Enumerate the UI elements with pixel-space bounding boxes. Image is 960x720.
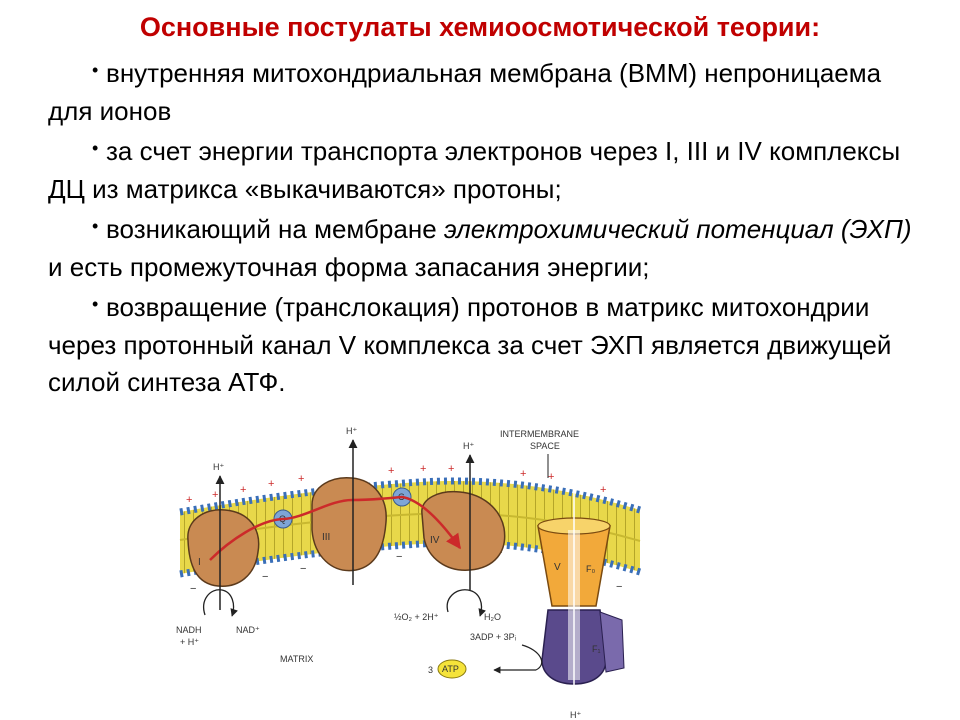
svg-text:H₂O: H₂O [484,612,501,622]
complex-iii: III [311,477,387,572]
svg-text:H⁺: H⁺ [346,426,357,436]
oxygen-reaction: ½O₂ + 2H⁺ H₂O [394,589,501,622]
svg-text:−: − [616,581,622,593]
svg-text:+: + [186,494,192,506]
svg-text:½O₂ + 2H⁺: ½O₂ + 2H⁺ [394,612,439,622]
svg-text:ATP: ATP [442,664,459,674]
bullet: • [92,60,99,80]
svg-text:IV: IV [430,535,440,546]
svg-text:3ADP + 3Pᵢ: 3ADP + 3Pᵢ [470,632,516,642]
slide-title: Основные постулаты хемиоосмотической тео… [139,12,821,42]
postulate-4: •возвращение (транслокация) протонов в м… [48,286,918,402]
svg-text:+: + [388,465,394,477]
svg-text:F₀: F₀ [586,564,595,574]
complex-iv: IV [421,490,506,571]
svg-text:+: + [520,468,526,480]
svg-text:+: + [548,471,554,483]
svg-text:3: 3 [428,665,433,675]
svg-text:−: − [396,551,402,563]
positive-charges: + + + + + + + + + + + [186,463,606,506]
svg-text:−: − [300,563,306,575]
postulate-1: •внутренняя митохондриальная мембрана (В… [48,52,918,130]
svg-text:I: I [198,557,201,568]
svg-text:+: + [600,484,606,496]
svg-text:+ H⁺: + H⁺ [180,637,199,647]
postulate-2: •за счет энергии транспорта электронов ч… [48,130,918,208]
svg-text:+: + [212,489,218,501]
svg-text:+: + [448,463,454,475]
svg-text:NAD⁺: NAD⁺ [236,625,260,635]
svg-text:H⁺: H⁺ [213,462,224,472]
svg-text:H⁺: H⁺ [570,710,581,720]
postulate-3: •возникающий на мембране электрохимическ… [48,208,918,286]
bullet: • [92,294,99,314]
atp-synthesis: 3ADP + 3Pᵢ 3 ATP [428,632,543,679]
svg-text:+: + [420,463,426,475]
bullet: • [92,216,99,236]
svg-text:+: + [240,484,246,496]
svg-text:V: V [554,562,561,573]
svg-text:NADH: NADH [176,625,202,635]
electron-flow-path [209,495,462,561]
svg-text:H⁺: H⁺ [463,441,474,451]
svg-text:+: + [268,478,274,490]
svg-text:F₁: F₁ [592,644,601,654]
svg-text:−: − [262,571,268,583]
emphasis-potential: электрохимический потенциал (ЭХП) [443,214,912,244]
postulates-list: •внутренняя митохондриальная мембрана (В… [48,52,918,428]
intermembrane-label-2: SPACE [530,441,560,451]
nadh-reaction: NADH + H⁺ NAD⁺ [176,589,260,647]
complex-v-atp-synthase: V F₀ F₁ H⁺ [537,488,625,720]
matrix-label: MATRIX [280,654,313,664]
intermembrane-label: INTERMEMBRANE [500,429,579,439]
svg-text:+: + [298,473,304,485]
svg-text:III: III [322,532,330,543]
svg-text:−: − [190,583,196,595]
bullet: • [92,138,99,158]
proton-pump-arrows: H⁺ H⁺ H⁺ [213,426,475,610]
